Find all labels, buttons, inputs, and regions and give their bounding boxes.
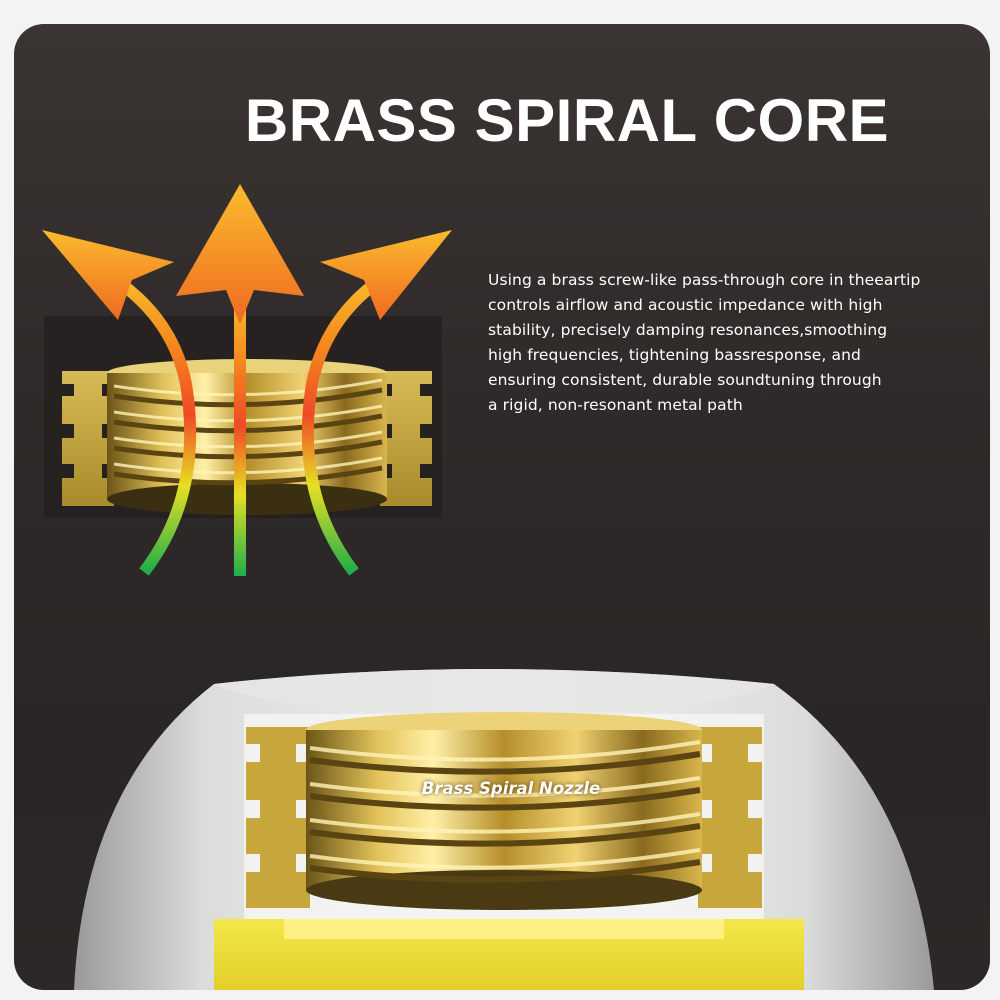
description-line: stability, precisely damping resonances,… <box>488 321 888 339</box>
airflow-diagram <box>42 184 452 576</box>
description-line: controls airflow and acoustic impedance … <box>488 296 883 314</box>
description-text: Using a brass screw-like pass-through co… <box>488 268 968 418</box>
airflow-arrows-icon <box>42 184 452 576</box>
description-line: Using a brass screw-like pass-through co… <box>488 271 921 289</box>
product-card: BRASS SPIRAL CORE Using a brass screw-li… <box>14 24 990 990</box>
eartip-illustration <box>74 669 934 990</box>
description-line: a rigid, non-resonant metal path <box>488 396 743 414</box>
brass-core-icon <box>62 359 432 515</box>
brass-spiral-nozzle-icon <box>246 712 762 910</box>
description-line: ensuring consistent, durable soundtuning… <box>488 371 882 389</box>
description-line: high frequencies, tightening bassrespons… <box>488 346 861 364</box>
page-title: BRASS SPIRAL CORE <box>244 87 890 154</box>
nozzle-label: Brass Spiral Nozzle <box>421 779 601 798</box>
